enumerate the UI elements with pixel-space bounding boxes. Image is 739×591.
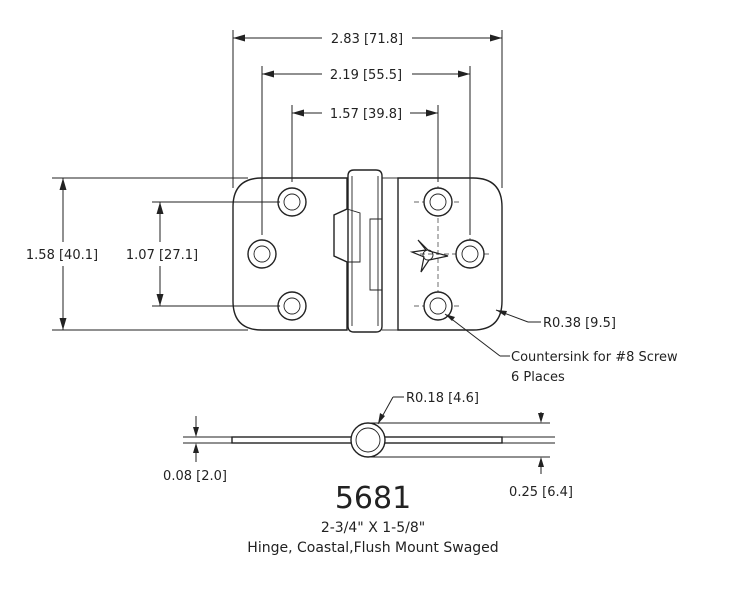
hinge-side-view xyxy=(183,422,555,458)
hole-right-middle xyxy=(455,239,485,269)
title-block: 5681 2-3/4" X 1-5/8" Hinge, Coastal,Flus… xyxy=(247,481,498,556)
star-logo-icon xyxy=(409,239,449,273)
dim-label-thickness: 0.08 [2.0] xyxy=(163,469,227,484)
part-description: Hinge, Coastal,Flush Mount Swaged xyxy=(247,540,498,556)
dim-corner-radius: R0.38 [9.5] xyxy=(495,309,616,331)
countersink-note-line1: Countersink for #8 Screw xyxy=(511,350,678,365)
countersink-note: Countersink for #8 Screw 6 Places xyxy=(444,313,678,385)
dim-label-overall-width: 2.83 [71.8] xyxy=(331,32,403,47)
countersink-holes xyxy=(247,187,485,321)
dim-thickness: 0.08 [2.0] xyxy=(163,416,227,484)
part-size: 2-3/4" X 1-5/8" xyxy=(321,520,425,536)
dim-overall-height: 1.58 [40.1] xyxy=(26,177,248,331)
dim-label-corner-radius: R0.38 [9.5] xyxy=(543,316,616,331)
right-leaf xyxy=(397,177,503,331)
hole-right-bottom xyxy=(423,291,453,321)
hole-left-bottom xyxy=(277,291,307,321)
dim-hole-span-outer: 2.19 [55.5] xyxy=(261,66,471,235)
hole-right-top xyxy=(423,187,453,217)
knuckle-pin xyxy=(347,169,383,333)
dim-label-knuckle-height: 0.25 [6.4] xyxy=(509,485,573,500)
dim-hole-height: 1.07 [27.1] xyxy=(126,201,280,307)
part-number: 5681 xyxy=(335,481,411,516)
dim-knuckle-height: 0.25 [6.4] xyxy=(368,412,573,500)
dim-label-hole-height: 1.07 [27.1] xyxy=(126,248,198,263)
dim-label-overall-height: 1.58 [40.1] xyxy=(26,248,98,263)
dim-hole-span-inner: 1.57 [39.8] xyxy=(291,105,439,182)
dim-knuckle-radius: R0.18 [4.6] xyxy=(377,391,479,425)
hole-left-top xyxy=(277,187,307,217)
dim-label-hole-span-outer: 2.19 [55.5] xyxy=(330,68,402,83)
hole-left-middle xyxy=(247,239,277,269)
countersink-note-line2: 6 Places xyxy=(511,370,565,385)
dim-label-hole-span-inner: 1.57 [39.8] xyxy=(330,107,402,122)
dim-overall-width: 2.83 [71.8] xyxy=(232,30,503,188)
dim-label-knuckle-radius: R0.18 [4.6] xyxy=(406,391,479,406)
